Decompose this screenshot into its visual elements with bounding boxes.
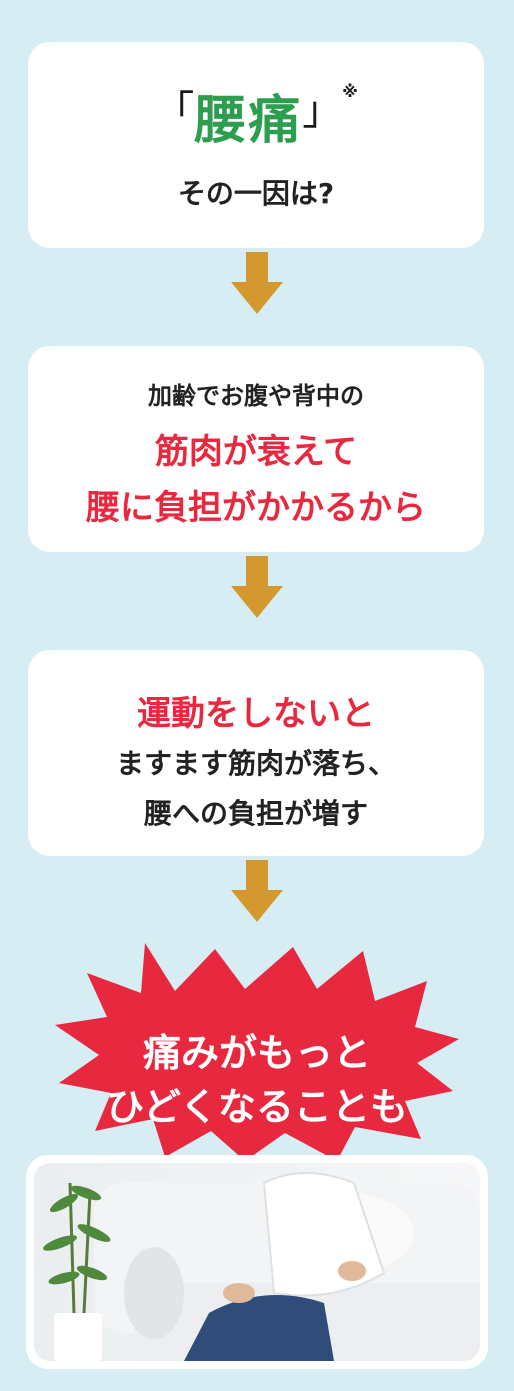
cause-line-1: 加齢でお腹や背中の [148, 382, 364, 410]
back-pain-photo [34, 1163, 480, 1361]
burst-line-2: ひどくなることも [106, 1085, 408, 1129]
cause-card: 加齢でお腹や背中の 筋肉が衰えて 腰に負担がかかるから [28, 346, 484, 552]
burst-shape [55, 943, 459, 1161]
intro-card: 「腰痛」※ その一因は? [28, 42, 484, 248]
title-line: 「腰痛」※ [28, 78, 484, 153]
consequence-line-1: 運動をしないと [137, 694, 375, 734]
consequence-line-3: 腰への負担が増す [143, 797, 368, 830]
cause-line-2: 筋肉が衰えて [154, 432, 358, 472]
cause-line-3: 腰に負担がかかるから [86, 488, 426, 528]
photo-frame [26, 1155, 488, 1369]
consequence-line-2: ますます筋肉が落ち、 [115, 747, 396, 780]
title-word: 腰痛 [194, 91, 303, 151]
note-mark: ※ [342, 82, 358, 101]
down-arrow-icon [231, 860, 283, 922]
consequence-card: 運動をしないと ますます筋肉が落ち、 腰への負担が増す [28, 650, 484, 856]
photo-illustration [34, 1163, 480, 1361]
burst-line-1: 痛みがもっと [142, 1031, 371, 1075]
intro-subtitle: その一因は? [177, 177, 335, 210]
down-arrow-icon [231, 252, 283, 314]
down-arrow-icon [231, 556, 283, 618]
close-bracket: 」 [302, 88, 343, 134]
open-bracket: 「 [154, 88, 195, 134]
